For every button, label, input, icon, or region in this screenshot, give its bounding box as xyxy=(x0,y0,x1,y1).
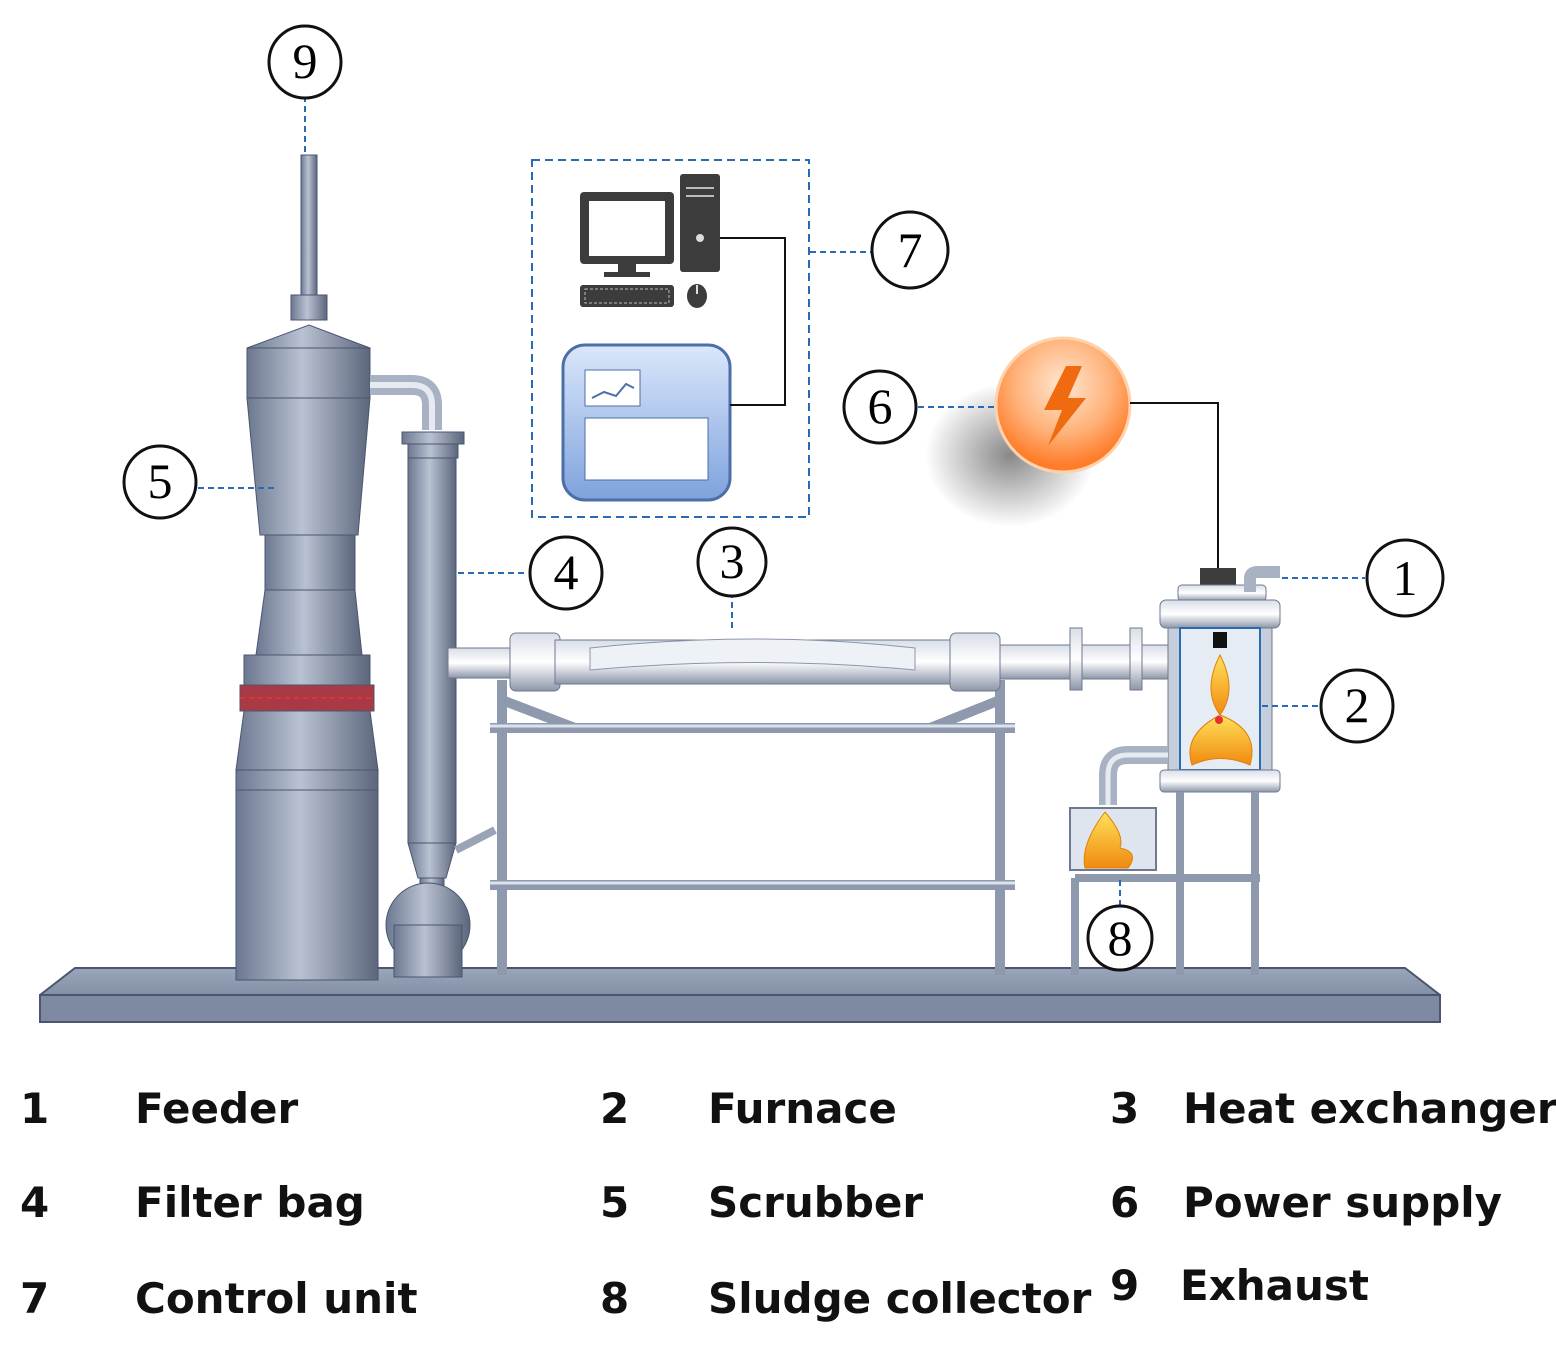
svg-text:7: 7 xyxy=(898,222,923,278)
svg-text:1: 1 xyxy=(1393,550,1418,606)
keyboard-icon xyxy=(580,285,674,307)
power-supply xyxy=(925,336,1219,570)
lightning-bolt-icon xyxy=(1044,366,1086,446)
svg-text:2: 2 xyxy=(1345,677,1370,733)
legend-label: Scrubber xyxy=(708,1178,924,1227)
svg-text:4: 4 xyxy=(554,544,579,600)
legend-label: Filter bag xyxy=(135,1178,365,1227)
legend-label: Power supply xyxy=(1183,1178,1503,1227)
legend-number: 1 xyxy=(20,1084,50,1133)
callout-6: 6 xyxy=(842,369,918,445)
legend: 1 Feeder 2 Furnace 3 Heat exchanger 4 Fi… xyxy=(0,1040,1556,1346)
legend-number: 7 xyxy=(20,1274,50,1323)
base-platform xyxy=(39,967,1441,1023)
control-unit xyxy=(531,159,810,518)
leader-lines xyxy=(198,96,1365,905)
legend-label: Heat exchanger xyxy=(1183,1084,1556,1133)
callout-1: 1 xyxy=(1365,538,1445,618)
monitor-icon xyxy=(580,192,674,277)
legend-number: 5 xyxy=(600,1178,630,1227)
legend-number: 4 xyxy=(20,1178,50,1227)
svg-text:3: 3 xyxy=(720,533,745,589)
callout-9: 9 xyxy=(267,24,343,100)
callout-5: 5 xyxy=(122,444,198,520)
computer-tower-icon xyxy=(680,174,720,272)
svg-text:9: 9 xyxy=(293,33,318,89)
legend-label: Exhaust xyxy=(1180,1261,1369,1310)
callout-7: 7 xyxy=(870,210,950,290)
callout-8: 8 xyxy=(1086,904,1154,972)
legend-label: Feeder xyxy=(135,1084,299,1133)
legend-label: Control unit xyxy=(135,1274,418,1323)
furnace xyxy=(1071,566,1281,975)
svg-text:6: 6 xyxy=(868,378,893,434)
heat-exchanger-stand-highlight xyxy=(490,724,1015,885)
process-diagram: 9 5 4 3 7 6 1 2 8 xyxy=(39,24,1445,1023)
scrubber-tower xyxy=(235,154,442,981)
heat-exchanger xyxy=(447,627,1171,692)
mouse-icon xyxy=(687,284,707,308)
callout-2: 2 xyxy=(1319,668,1395,744)
legend-label: Sludge collector xyxy=(708,1274,1092,1323)
svg-text:8: 8 xyxy=(1108,910,1133,966)
flame-icon xyxy=(1189,653,1253,766)
svg-text:5: 5 xyxy=(148,453,173,509)
legend-number: 8 xyxy=(600,1274,630,1323)
legend-number: 3 xyxy=(1110,1084,1140,1133)
callout-4: 4 xyxy=(528,535,604,611)
legend-number: 6 xyxy=(1110,1178,1140,1227)
feeder-inlet xyxy=(1244,566,1280,592)
legend-label: Furnace xyxy=(708,1084,897,1133)
controller-box xyxy=(561,343,732,502)
filter-bag xyxy=(385,431,497,978)
heat-exchanger-stand xyxy=(490,680,1015,975)
legend-number: 2 xyxy=(600,1084,630,1133)
sludge-collector xyxy=(1069,807,1157,871)
legend-number: 9 xyxy=(1110,1261,1140,1310)
callout-3: 3 xyxy=(696,526,768,598)
